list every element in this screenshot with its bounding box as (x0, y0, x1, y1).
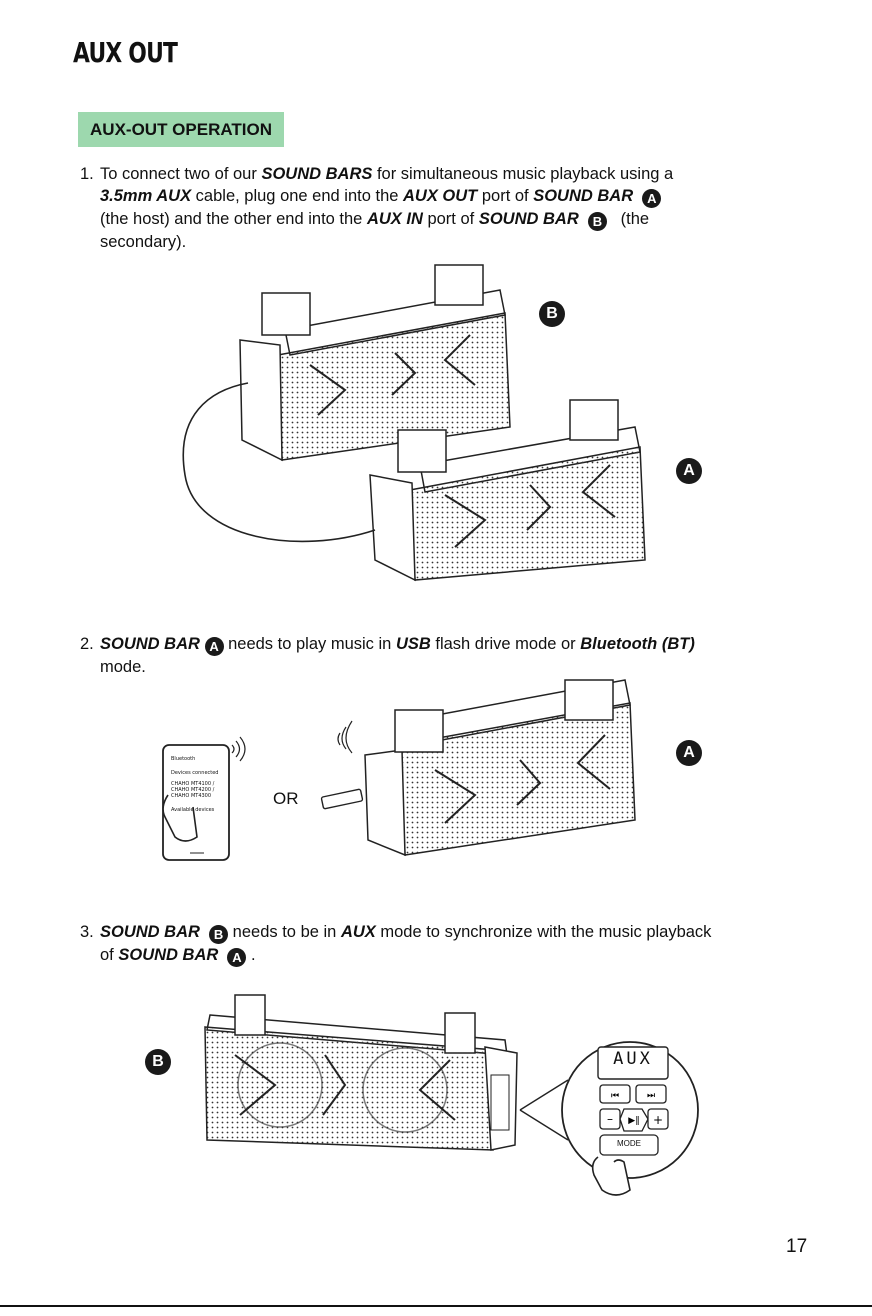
text: port of (422, 210, 479, 228)
bold-text: SOUND BAR (533, 187, 634, 205)
text: of (100, 946, 119, 964)
bold-text: AUX (340, 923, 376, 941)
svg-text:+: + (653, 1113, 663, 1127)
phone-connected-label: Devices connected (171, 770, 219, 776)
svg-text:⏮: ⏮ (611, 1091, 619, 1101)
phone-screen: Bluetooth Devices connected CHAHO MT4100… (171, 756, 226, 813)
bottom-rule (0, 1305, 872, 1307)
text: cable, plug one end into the (191, 187, 404, 205)
text: flash drive mode or (430, 635, 581, 653)
control-panel-zoom: ⏮ ⏭ – ▶‖ + (519, 1041, 699, 1196)
display-aux: AUX (613, 1049, 653, 1069)
badge-a: A (227, 948, 247, 967)
phone-available-label: Available devices (171, 807, 215, 813)
sound-bar-b (239, 264, 511, 462)
figure-sound-bar-usb (320, 679, 636, 857)
bold-text: SOUND BARS (261, 165, 373, 183)
page-number: 17 (786, 1236, 808, 1257)
svg-text:–: – (607, 1112, 613, 1126)
phone-device-3: CHAHO MT4300 (171, 793, 212, 799)
label-b: B (539, 301, 565, 327)
label-a-2: A (676, 740, 702, 766)
phone-illustration (162, 736, 246, 861)
text: mode to synchronize with the music playb… (375, 923, 712, 941)
or-label: OR (273, 789, 299, 808)
text: (the (620, 210, 650, 228)
page-title: AUX OUT (73, 36, 178, 69)
label-b-3: B (145, 1049, 171, 1075)
step-number: 2. (80, 635, 94, 653)
section-tag: AUX-OUT OPERATION (78, 112, 284, 147)
text: mode. (100, 658, 146, 676)
aux-cable (182, 382, 376, 543)
step-number: 1. (80, 165, 94, 183)
text: needs to play music in (223, 635, 396, 653)
step-3: 3. SOUND BAR B needs to be in AUX mode to… (80, 921, 780, 967)
badge-b: B (209, 925, 229, 944)
bold-text: USB (395, 635, 431, 653)
badge-a: A (642, 189, 662, 208)
bold-text: Bluetooth (BT) (580, 635, 695, 653)
svg-text:▶‖: ▶‖ (628, 1116, 639, 1126)
text: needs to be in (228, 923, 341, 941)
phone-device-2: CHAHO MT4200 / (171, 787, 215, 793)
bold-text: SOUND BAR (100, 635, 200, 653)
bold-text: SOUND BAR (118, 946, 219, 964)
badge-a: A (204, 637, 224, 656)
figure-aux-connection (182, 264, 646, 582)
text: . (251, 946, 256, 964)
bold-text: AUX OUT (403, 187, 478, 205)
label-a: A (676, 458, 702, 484)
phone-device-1: CHAHO MT4100 / (171, 781, 215, 787)
sound-bar-a (369, 399, 646, 582)
svg-text:⏭: ⏭ (647, 1091, 655, 1101)
step-2: 2. SOUND BAR A needs to play music in USB… (80, 633, 780, 678)
usb-drive (320, 788, 364, 810)
step-1: 1. To connect two of our SOUND BARS for s… (80, 163, 780, 253)
text: To connect two of our (100, 165, 262, 183)
figure-sound-bar-aux-mode (204, 994, 518, 1151)
badge-b: B (587, 212, 607, 231)
bold-text: SOUND BAR (478, 210, 579, 228)
mode-button-label: MODE (617, 1139, 641, 1148)
step-number: 3. (80, 923, 94, 941)
bold-text: SOUND BAR (100, 923, 200, 941)
phone-header: Bluetooth (171, 756, 196, 762)
bold-text: AUX IN (366, 210, 423, 228)
text: port of (477, 187, 534, 205)
text: (the host) and the other end into the (100, 210, 367, 228)
text: secondary). (100, 233, 187, 251)
bold-text: 3.5mm AUX (100, 187, 192, 205)
text: for simultaneous music playback using a (372, 165, 674, 183)
